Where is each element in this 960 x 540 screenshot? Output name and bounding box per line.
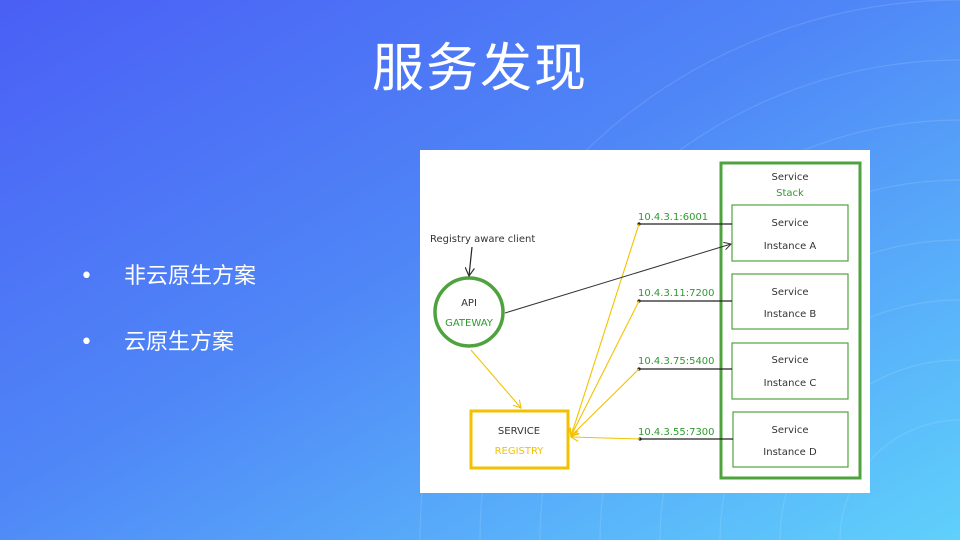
api-gateway-circle	[433, 276, 505, 348]
gateway-to-instance-arrow	[504, 244, 731, 314]
instance-name: Instance C	[764, 378, 817, 389]
client-arrow	[469, 246, 472, 276]
address-b: 10.4.3.11:7200	[638, 288, 715, 299]
instance-name: Instance D	[763, 447, 817, 458]
client-label: Registry aware client	[430, 234, 535, 245]
service-registry-box	[469, 409, 570, 470]
gateway-label-accent: GATEWAY	[445, 318, 494, 329]
instance-c: Service Instance C	[731, 342, 849, 400]
stack-label-accent: Stack	[776, 188, 804, 199]
instance-label: Service	[772, 355, 809, 366]
address-a: 10.4.3.1:6001	[638, 212, 708, 223]
registry-label: SERVICE	[498, 426, 540, 437]
address-c: 10.4.3.75:5400	[638, 356, 715, 367]
bullet-text: 非云原生方案	[124, 264, 257, 289]
bullet-dot: •	[80, 330, 93, 355]
bullet-dot: •	[80, 264, 93, 289]
address-connectors	[639, 223, 733, 440]
instance-name: Instance A	[764, 241, 817, 252]
instance-d: Service Instance D	[732, 411, 849, 468]
instance-label: Service	[772, 218, 809, 229]
instance-name: Instance B	[764, 309, 817, 320]
bullet-text: 云原生方案	[124, 330, 235, 355]
gateway-label: API	[461, 298, 477, 309]
address-d: 10.4.3.55:7300	[638, 427, 715, 438]
instance-a: Service Instance A	[731, 204, 849, 262]
slide-title: 服务发现	[371, 39, 588, 99]
instance-b: Service Instance B	[731, 273, 849, 330]
bullet-item: • 云原生方案	[80, 328, 234, 358]
service-stack-box	[719, 161, 862, 480]
instance-label: Service	[772, 287, 809, 298]
instance-label: Service	[772, 425, 809, 436]
stack-label: Service	[772, 172, 809, 183]
bullet-item: • 非云原生方案	[80, 262, 256, 292]
registration-lines	[470, 223, 641, 439]
service-discovery-diagram: Service Stack Service Instance A Service…	[420, 150, 870, 493]
registry-label-accent: REGISTRY	[495, 446, 545, 457]
